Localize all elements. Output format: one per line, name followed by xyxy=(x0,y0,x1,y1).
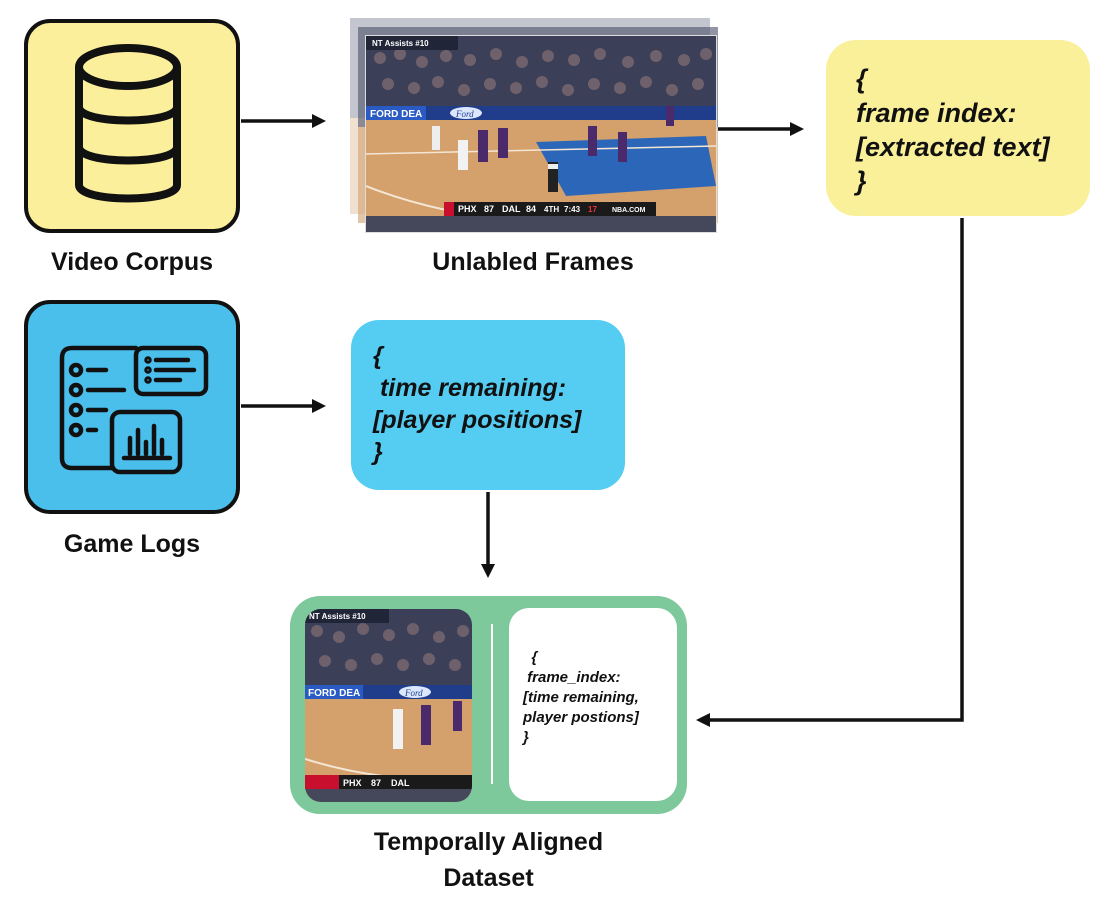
blue-value: [player positions] xyxy=(373,406,582,434)
yellow-close-brace: } xyxy=(856,166,867,196)
thumb-banner-text: NT Assists #10 xyxy=(309,612,366,621)
arrowhead-dataset-left xyxy=(696,713,710,727)
record-value-line1: [time remaining, xyxy=(523,689,639,706)
blue-close-brace: } xyxy=(373,438,383,466)
blue-open-brace: { xyxy=(373,342,383,370)
thumb-team2-text: DAL xyxy=(391,778,410,788)
arrowhead-logs xyxy=(312,399,326,413)
team1-text: PHX xyxy=(458,204,477,214)
basketball-frame: FORD DEA Ford NT Assists #10 PHX 87 DAL … xyxy=(366,36,716,232)
shot-clock-text: 17 xyxy=(588,205,597,214)
database-icon xyxy=(75,44,181,203)
logs-dashboard-icon xyxy=(59,345,209,475)
record-key: frame_index: xyxy=(523,669,621,686)
site-text: NBA.COM xyxy=(612,207,646,214)
board-left-text: FORD DEA xyxy=(370,109,422,120)
yellow-value: [extracted text] xyxy=(856,132,1050,162)
period-text: 4TH xyxy=(544,205,559,214)
score1-text: 87 xyxy=(484,204,494,214)
dataset-label-line1: Temporally Aligned xyxy=(373,828,604,856)
game-logs-label: Game Logs xyxy=(63,530,201,558)
record-value-line2: player postions] xyxy=(523,709,639,726)
board-right-text: Ford xyxy=(455,109,474,119)
arrow-extracted-to-dataset xyxy=(708,218,964,722)
aligned-record-card: { frame_index: [time remaining, player p… xyxy=(509,608,677,801)
aligned-frame-thumbnail: NT Assists #10 FORD DEA Ford PHX 87 DAL xyxy=(305,609,472,802)
dataset-label-line2: Dataset xyxy=(443,864,534,892)
extracted-text-note: { frame index: [extracted text] } xyxy=(826,40,1090,216)
video-corpus-label: Video Corpus xyxy=(50,248,214,276)
frame-banner-text: NT Assists #10 xyxy=(372,39,429,48)
unlabled-frames-label: Unlabled Frames xyxy=(432,248,634,276)
record-open-brace: { xyxy=(523,649,538,666)
game-logs-icon-box xyxy=(24,300,240,514)
clock-text: 7:43 xyxy=(564,205,581,214)
arrowhead-corpus xyxy=(312,114,326,128)
thumb-board-left-text: FORD DEA xyxy=(308,688,360,699)
arrowhead-dataset-down xyxy=(481,564,495,578)
dataset-divider xyxy=(491,624,493,784)
yellow-open-brace: { xyxy=(856,64,867,94)
blue-key: time remaining: xyxy=(373,374,567,402)
yellow-key: frame index: xyxy=(856,98,1017,128)
player-positions-note: { time remaining: [player positions] } xyxy=(351,320,625,490)
thumb-team1-text: PHX xyxy=(343,778,362,788)
arrowhead-frames xyxy=(790,122,804,136)
score2-text: 84 xyxy=(526,204,536,214)
thumb-board-right-text: Ford xyxy=(404,688,423,698)
team2-text: DAL xyxy=(502,204,521,214)
video-corpus-icon-box xyxy=(24,19,240,233)
thumb-score1-text: 87 xyxy=(371,778,381,788)
record-close-brace: } xyxy=(523,729,529,746)
